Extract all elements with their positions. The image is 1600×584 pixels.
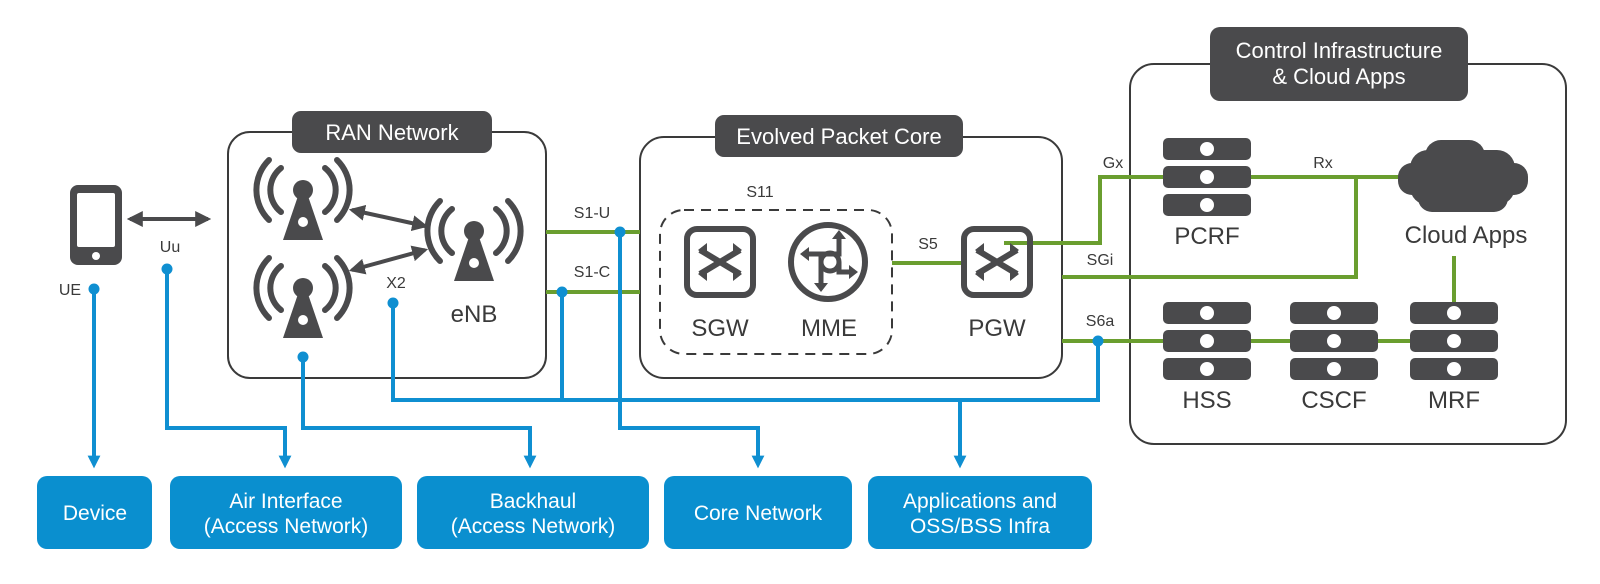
s1u-to-core — [618, 232, 765, 469]
category-applications[interactable]: Applications and OSS/BSS Infra — [868, 476, 1092, 549]
s1u-label: S1-U — [574, 205, 610, 222]
sgw-label: SGW — [691, 315, 749, 342]
gx-line — [1004, 175, 1163, 245]
x2-arrow-top — [348, 204, 429, 232]
epc-header — [715, 115, 963, 157]
ue-label: UE — [59, 282, 81, 299]
mrf-label: MRF — [1428, 387, 1480, 414]
rx-label: Rx — [1313, 155, 1333, 172]
mme-node[interactable]: MME — [788, 222, 868, 342]
pgw-label: PGW — [968, 315, 1026, 342]
server-stack-icon — [1290, 302, 1378, 380]
category-backhaul[interactable]: Backhaul (Access Network) — [417, 476, 649, 549]
category-label: Backhaul — [490, 490, 576, 513]
ran-network-header — [292, 111, 492, 153]
switch-icon — [964, 229, 1030, 295]
cscf-label: CSCF — [1301, 387, 1366, 414]
sgi-line — [1062, 177, 1358, 279]
gx-label: Gx — [1103, 155, 1123, 172]
control-title-line1: Control Infrastructure — [1236, 38, 1443, 63]
hss-label: HSS — [1182, 387, 1231, 414]
epc-title: Evolved Packet Core — [736, 124, 941, 149]
sgw-node[interactable]: SGW — [687, 229, 753, 342]
cell-tower-icon — [427, 201, 520, 281]
mme-label: MME — [801, 315, 857, 342]
cloud-icon — [1398, 140, 1528, 212]
mapping-lines — [87, 232, 1100, 469]
category-sublabel: OSS/BSS Infra — [910, 515, 1050, 538]
interface-lines — [546, 175, 1456, 343]
s6a-dot — [1092, 335, 1104, 347]
tower-dot — [297, 351, 309, 363]
uu-dot — [161, 263, 173, 275]
category-label: Applications and — [903, 490, 1057, 513]
s11-label: S11 — [746, 184, 773, 201]
router-icon — [788, 222, 868, 302]
uu-label: Uu — [160, 239, 180, 256]
smartphone-icon — [70, 185, 122, 265]
tower-to-backhaul — [301, 357, 537, 469]
switch-icon — [687, 229, 753, 295]
x2-arrow-bottom — [348, 245, 429, 275]
s1c-dot — [556, 286, 568, 298]
enb-node[interactable]: eNB — [427, 201, 520, 328]
category-sublabel: (Access Network) — [451, 515, 616, 538]
category-label: Core Network — [694, 502, 823, 525]
s6a-label: S6a — [1086, 313, 1115, 330]
ue-node[interactable]: UE — [59, 185, 122, 299]
control-title-line2: & Cloud Apps — [1272, 64, 1405, 89]
ran-network-title: RAN Network — [325, 120, 459, 145]
cscf-node[interactable]: CSCF — [1290, 302, 1378, 414]
category-core-network[interactable]: Core Network — [664, 476, 852, 549]
s1c-label: S1-C — [574, 264, 610, 281]
control-header — [1210, 27, 1468, 101]
cloud-apps-label: Cloud Apps — [1405, 222, 1528, 249]
category-label: Device — [63, 502, 127, 525]
server-stack-icon — [1410, 302, 1498, 380]
sgw-mme-group — [659, 209, 893, 355]
pcrf-label: PCRF — [1174, 223, 1239, 250]
sgi-label: SGi — [1087, 252, 1114, 269]
hss-node[interactable]: HSS — [1163, 302, 1251, 414]
server-stack-icon — [1163, 302, 1251, 380]
category-sublabel: (Access Network) — [204, 515, 369, 538]
server-stack-icon — [1163, 138, 1251, 216]
x2-dot — [387, 297, 399, 309]
ue-dot — [88, 283, 100, 295]
cell-tower-icon — [256, 258, 349, 338]
category-device[interactable]: Device — [37, 476, 152, 549]
category-air-interface[interactable]: Air Interface (Access Network) — [170, 476, 402, 549]
s5-label: S5 — [918, 236, 938, 253]
cell-tower-icon — [256, 160, 349, 240]
x2-label: X2 — [386, 275, 406, 292]
x2-to-apps — [391, 303, 1100, 402]
mapping-dots — [88, 226, 1104, 363]
pgw-node[interactable]: PGW — [964, 229, 1030, 342]
cloud-apps-node[interactable]: Cloud Apps — [1398, 140, 1528, 249]
uu-to-air — [165, 269, 292, 469]
s1u-dot — [614, 226, 626, 238]
enb-label: eNB — [451, 301, 498, 328]
pcrf-node[interactable]: PCRF — [1163, 138, 1251, 250]
mrf-node[interactable]: MRF — [1410, 302, 1498, 414]
category-label: Air Interface — [229, 490, 342, 513]
